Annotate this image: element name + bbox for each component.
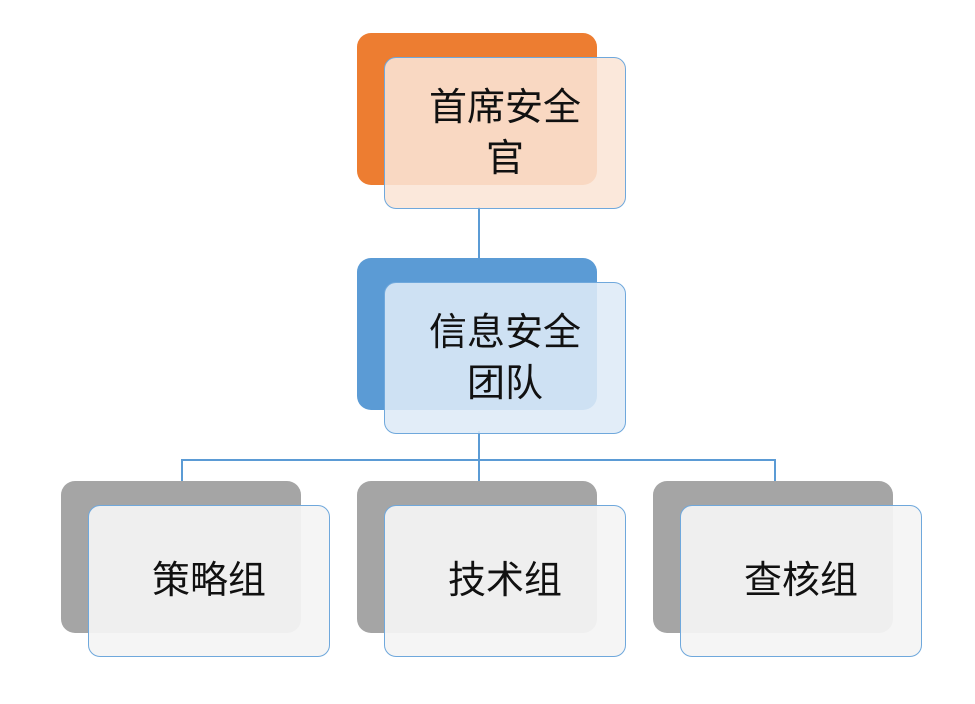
ciso-label: 首席安全官 xyxy=(428,84,581,180)
strategy-group-node: 策略组 xyxy=(61,481,330,657)
strategy-group-node-card: 策略组 xyxy=(88,505,330,657)
technical-group-label: 技术组 xyxy=(447,558,562,603)
connector-ciso-to-team xyxy=(478,207,480,285)
connector-to-technical xyxy=(478,459,480,483)
connector-to-strategy xyxy=(181,459,183,483)
ciso-node: 首席安全官 xyxy=(357,33,626,209)
audit-group-label: 查核组 xyxy=(743,558,858,603)
audit-group-node-card: 查核组 xyxy=(680,505,922,657)
ciso-node-card: 首席安全官 xyxy=(384,57,626,209)
security-team-label: 信息安全团队 xyxy=(428,309,581,405)
technical-group-node: 技术组 xyxy=(357,481,626,657)
connector-team-down xyxy=(478,431,480,461)
audit-group-node: 查核组 xyxy=(653,481,922,657)
connector-to-audit xyxy=(774,459,776,483)
security-team-node: 信息安全团队 xyxy=(357,258,626,434)
security-team-node-card: 信息安全团队 xyxy=(384,282,626,434)
strategy-group-label: 策略组 xyxy=(151,558,266,603)
technical-group-node-card: 技术组 xyxy=(384,505,626,657)
